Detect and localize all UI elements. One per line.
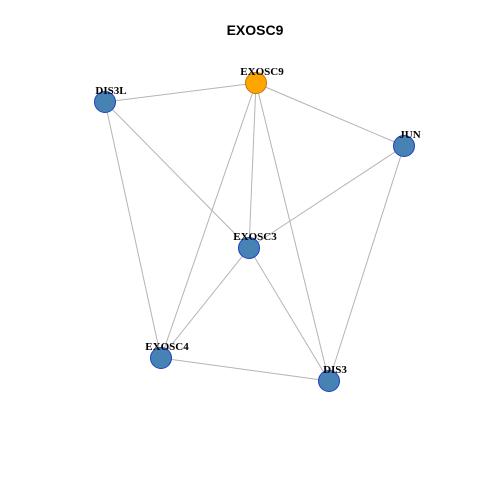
node-exosc4[interactable] — [150, 347, 172, 369]
edges-layer — [104, 82, 405, 382]
node-dis3[interactable] — [318, 370, 340, 392]
node-label-dis3: DIS3 — [323, 364, 347, 376]
edge-exosc4-dis3 — [160, 357, 330, 382]
node-label-dis3l: DIS3L — [95, 85, 126, 97]
edge-exosc9-dis3 — [255, 82, 330, 382]
node-jun[interactable] — [393, 135, 415, 157]
edge-exosc3-dis3 — [248, 247, 330, 382]
nodes-layer — [94, 72, 415, 392]
node-label-exosc4: EXOSC4 — [145, 341, 189, 353]
node-exosc3[interactable] — [238, 237, 260, 259]
edge-exosc9-jun — [255, 82, 405, 147]
node-dis3l[interactable] — [94, 91, 116, 113]
node-label-jun: JUN — [399, 129, 420, 141]
node-exosc9[interactable] — [245, 72, 267, 94]
edge-exosc9-exosc3 — [248, 82, 257, 249]
edge-dis3l-exosc3 — [104, 101, 250, 249]
edge-jun-dis3 — [328, 145, 405, 382]
edge-exosc9-dis3l — [104, 82, 257, 103]
edge-exosc3-exosc4 — [160, 247, 250, 359]
edge-dis3l-exosc4 — [104, 101, 162, 359]
graph-title: EXOSC9 — [227, 22, 284, 38]
edge-exosc9-exosc4 — [160, 82, 257, 359]
node-label-exosc9: EXOSC9 — [240, 66, 284, 78]
node-label-exosc3: EXOSC3 — [233, 231, 277, 243]
edge-jun-exosc3 — [248, 145, 405, 249]
